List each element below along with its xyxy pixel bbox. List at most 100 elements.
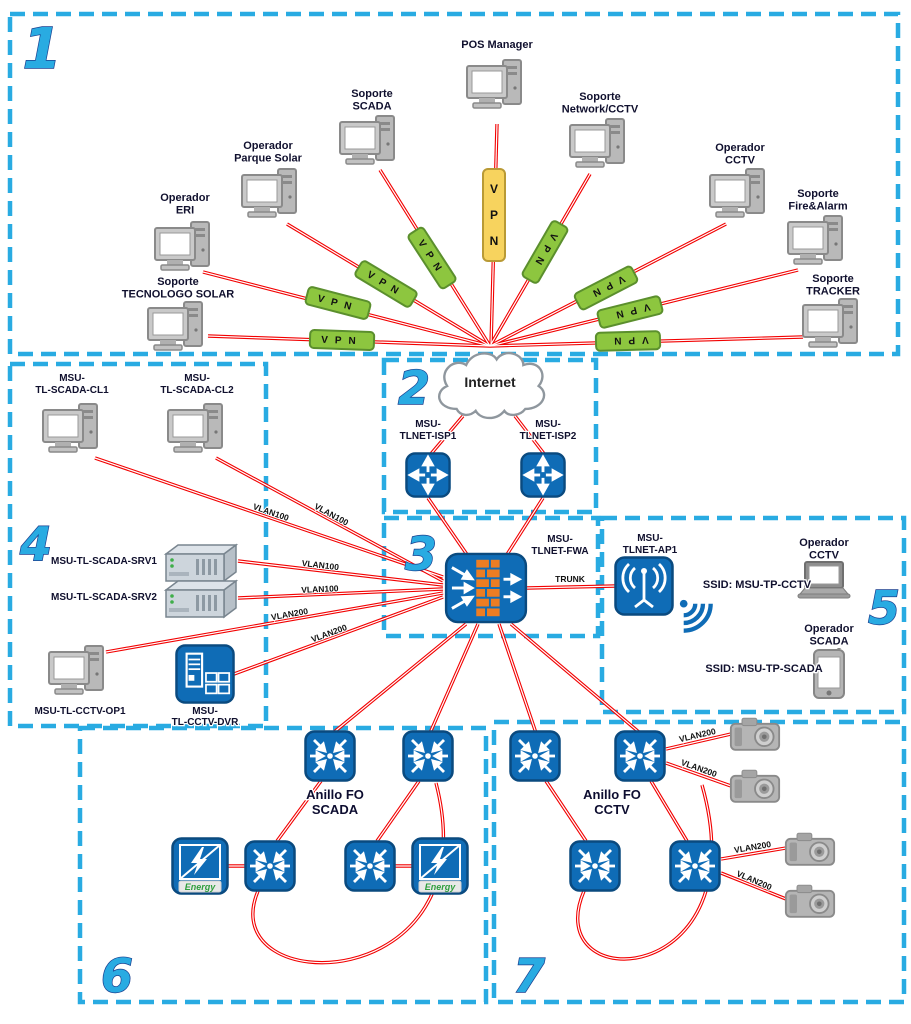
dvr-label: MSU-TL-CCTV-DVR xyxy=(172,706,239,728)
vpn-pill: VPN xyxy=(594,330,662,352)
cable-core xyxy=(720,847,787,860)
desktop-pc-icon xyxy=(569,118,625,168)
energy-label: Energy xyxy=(185,882,217,892)
switch-icon xyxy=(304,730,356,782)
cable-core xyxy=(105,592,444,653)
router-icon xyxy=(520,452,566,498)
cable-core xyxy=(429,415,464,456)
switch-icon xyxy=(344,840,396,892)
operator-pc-label: MSU-TL-CCTV-OP1 xyxy=(34,706,126,717)
vpn-label: V xyxy=(490,182,498,196)
zone-numbers: 1 2 3 4 5 6 7 xyxy=(18,16,900,1003)
desktop-pc-icon xyxy=(802,298,858,348)
router-icon xyxy=(405,452,451,498)
camera-icon xyxy=(784,884,836,918)
desktop-pc-icon xyxy=(42,403,98,453)
vpn-label: VPN xyxy=(607,334,649,346)
desktop-pc-icon xyxy=(339,115,395,165)
cable-core xyxy=(514,415,546,456)
rack-server-icon xyxy=(165,544,237,582)
client-label: MSU-TL-SCADA-CL1 xyxy=(35,373,109,396)
desktop-pc-icon xyxy=(147,301,203,351)
wireless-ap-icon xyxy=(614,556,674,616)
camera-icon xyxy=(729,717,781,751)
vpn-label: N xyxy=(490,234,499,248)
wifi-waves-icon xyxy=(680,600,711,631)
desktop-pc-icon xyxy=(787,215,843,265)
camera-icon xyxy=(784,832,836,866)
switch-icon xyxy=(614,730,666,782)
router-label: MSU-TLNET-ISP2 xyxy=(520,419,577,442)
cable-core xyxy=(276,780,322,842)
vlan-label: VLAN200 xyxy=(310,622,349,644)
vpn-label: VPN xyxy=(321,335,363,347)
vpn-pill: VPN xyxy=(308,329,376,351)
cable-core xyxy=(498,623,537,734)
cable-core xyxy=(237,588,444,599)
cable-core xyxy=(215,457,444,582)
server-label: MSU-TL-SCADA-SRV1 xyxy=(51,556,157,567)
vpn-tunnels: V P N VPN VPN VPN VPN VPN VPN VPN VPN xyxy=(304,168,664,352)
cable-core xyxy=(720,872,787,900)
desktop-pc-icon xyxy=(167,403,223,453)
cable-core xyxy=(332,623,467,734)
cable-core xyxy=(429,623,479,734)
router-label: MSU-TLNET-ISP1 xyxy=(400,419,457,442)
cable-core xyxy=(427,497,469,557)
zone-5-border xyxy=(599,515,907,715)
firewall-label: MSU-TLNET-FWA xyxy=(531,534,588,557)
camera-icon xyxy=(729,769,781,803)
cable-core xyxy=(505,497,544,557)
switch-icon xyxy=(402,730,454,782)
switch-icon xyxy=(244,840,296,892)
desktop-pc-icon xyxy=(48,645,104,695)
energy-label: Energy xyxy=(425,882,457,892)
cable-core xyxy=(526,585,617,589)
cable-core xyxy=(545,780,587,842)
zone-3-number: 3 xyxy=(405,527,437,581)
vlan-label: VLAN100 xyxy=(301,583,339,595)
cable-core xyxy=(376,780,420,842)
cable-core xyxy=(510,623,641,734)
zone-6-border xyxy=(77,725,489,1005)
vpn-label: P xyxy=(490,208,498,222)
switch-icon xyxy=(509,730,561,782)
cable-core xyxy=(233,596,444,675)
desktop-pc-icon xyxy=(466,59,522,109)
desktop-pc-icon xyxy=(709,168,765,218)
zone-1-border xyxy=(7,11,901,357)
pos-manager-label: POS Manager xyxy=(461,39,533,51)
switch-icon xyxy=(669,840,721,892)
ssid-cctv-label: SSID: MSU-TP-CCTV xyxy=(703,579,812,591)
vpn-pill: VPN xyxy=(521,220,569,284)
switch-icon xyxy=(569,840,621,892)
trunk-label: TRUNK xyxy=(555,574,586,584)
devices xyxy=(42,59,858,918)
cable-core xyxy=(650,780,688,842)
ssid-scada-label: SSID: MSU-TP-SCADA xyxy=(705,663,822,675)
cable-core xyxy=(665,762,732,787)
desktop-pc-icon xyxy=(154,221,210,271)
cable-core xyxy=(237,560,444,586)
zone-1-number: 1 xyxy=(23,17,62,82)
zone-4-number: 4 xyxy=(19,517,52,571)
ap-label: MSU-TLNET-AP1 xyxy=(623,533,678,556)
server-label: MSU-TL-SCADA-SRV2 xyxy=(51,592,157,603)
dvr-icon xyxy=(175,644,235,704)
rack-server-icon xyxy=(165,580,237,618)
zone-5-number: 5 xyxy=(868,581,900,635)
